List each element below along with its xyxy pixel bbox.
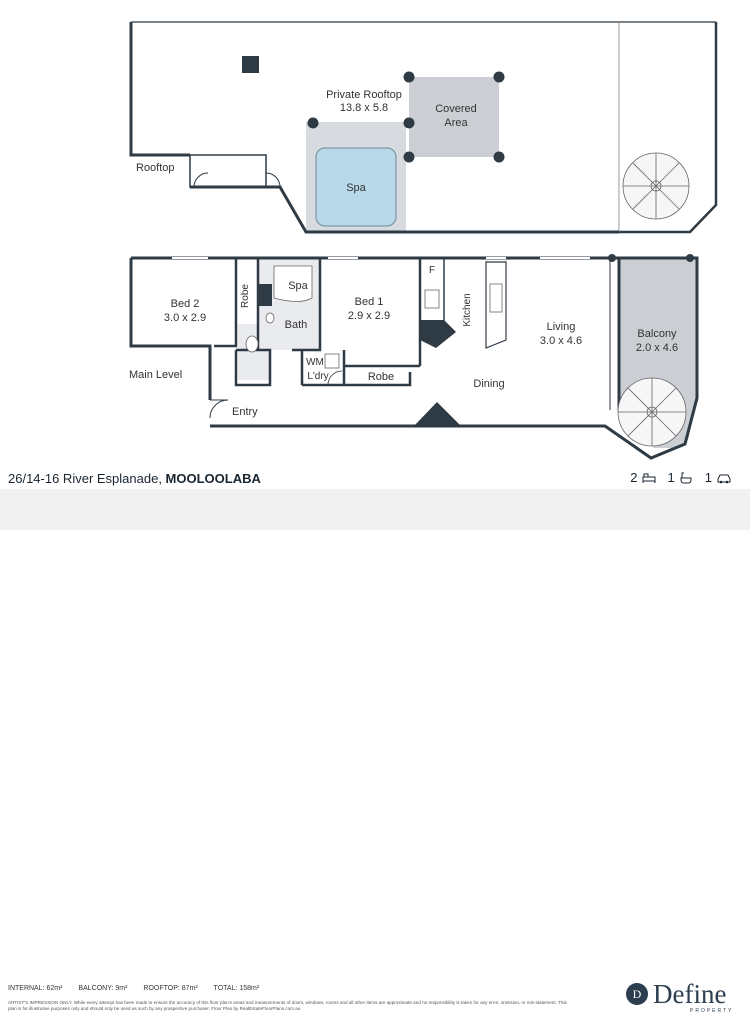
rooftop-level: Private Rooftop 13.8 x 5.8 Covered Area … xyxy=(129,21,718,234)
island-bench xyxy=(485,261,507,349)
covered-area-label-2: Area xyxy=(444,117,468,129)
laundry-label: L'dry xyxy=(307,371,328,382)
private-rooftop-dims: 13.8 x 5.8 xyxy=(340,102,388,114)
robe-vertical-label: Robe xyxy=(240,284,251,308)
kitchen-label: Kitchen xyxy=(462,293,473,326)
dining-label: Dining xyxy=(473,378,504,390)
corner-spa xyxy=(273,265,313,302)
main-level-label: Main Level xyxy=(129,369,182,381)
cooktop xyxy=(424,289,440,309)
bed1-dims: 2.9 x 2.9 xyxy=(348,310,390,322)
bath-label: Bath xyxy=(285,319,308,331)
main-level: Bed 2 3.0 x 2.9 Robe Spa Bath Bed 1 2.9 … xyxy=(129,254,699,460)
internal-area: INTERNAL: 62m² xyxy=(8,985,63,992)
rooftop-label: Rooftop xyxy=(136,162,175,174)
covered-area-label: Covered xyxy=(435,103,477,115)
listing-stats: 2 1 1 xyxy=(630,470,740,485)
listing-address: 26/14-16 River Esplanade, MOOLOOLABA xyxy=(8,471,261,486)
address-text: 26/14-16 River Esplanade, xyxy=(8,471,166,486)
rooftop-spa-label: Spa xyxy=(346,182,366,194)
car-icon xyxy=(717,474,731,483)
bed1-label: Bed 1 xyxy=(355,296,384,308)
sink xyxy=(489,283,503,313)
floor-plan: Private Rooftop 13.8 x 5.8 Covered Area … xyxy=(129,21,718,460)
main-spiral-stair xyxy=(617,377,687,447)
bed-icon xyxy=(642,473,656,483)
living-dims: 3.0 x 4.6 xyxy=(540,335,582,347)
bath-icon xyxy=(680,472,692,483)
define-logo: D Define PROPERTY xyxy=(626,979,731,1014)
footer-bar: INTERNAL: 62m² BALCONY: 9m² ROOFTOP: 87m… xyxy=(0,489,750,1014)
kitchen-corner xyxy=(420,320,456,348)
bed2-dims: 3.0 x 2.9 xyxy=(164,312,206,324)
balcony-label: Balcony xyxy=(637,328,677,340)
bedroom-count: 2 xyxy=(630,470,638,485)
ensuite-spa-label: Spa xyxy=(288,280,308,292)
rooftop-stair-enclosure xyxy=(189,154,267,188)
toilet xyxy=(245,335,259,353)
wm-label: WM xyxy=(306,357,324,368)
rooftop-spa xyxy=(315,147,397,227)
rooftop-spiral-stair xyxy=(622,152,690,220)
washing-machine-space xyxy=(324,353,340,369)
logo-brand: Define xyxy=(653,979,727,1009)
fridge-label: F xyxy=(429,265,435,276)
robe-label: Robe xyxy=(368,371,394,383)
covered-area-posts xyxy=(307,71,505,163)
area-summary: INTERNAL: 62m² BALCONY: 9m² ROOFTOP: 87m… xyxy=(8,985,273,992)
logo-badge: D xyxy=(626,983,648,1005)
rooftop-outer-wall xyxy=(129,22,190,157)
main-outer-wall xyxy=(129,258,212,400)
robe-column xyxy=(258,284,272,306)
basin xyxy=(265,312,275,324)
balcony-area-text: BALCONY: 9m² xyxy=(78,985,128,992)
bed2-label: Bed 2 xyxy=(171,298,200,310)
private-rooftop-label: Private Rooftop xyxy=(326,89,402,101)
total-area: TOTAL: 158m² xyxy=(213,985,260,992)
suburb-text: MOOLOOLABA xyxy=(165,471,261,486)
logo-sub: PROPERTY xyxy=(690,1008,734,1014)
bathroom-count: 1 xyxy=(667,470,675,485)
parking-count: 1 xyxy=(704,470,712,485)
rooftop-area: ROOFTOP: 87m² xyxy=(143,985,198,992)
vent-block xyxy=(242,56,259,73)
balcony-dims: 2.0 x 4.6 xyxy=(636,342,678,354)
stair-up xyxy=(414,402,461,426)
disclaimer: ARTIST'S IMPRESSION ONLY. While every at… xyxy=(8,1000,567,1011)
entry-label: Entry xyxy=(232,406,258,418)
covered-area xyxy=(409,77,499,157)
living-label: Living xyxy=(547,321,576,333)
